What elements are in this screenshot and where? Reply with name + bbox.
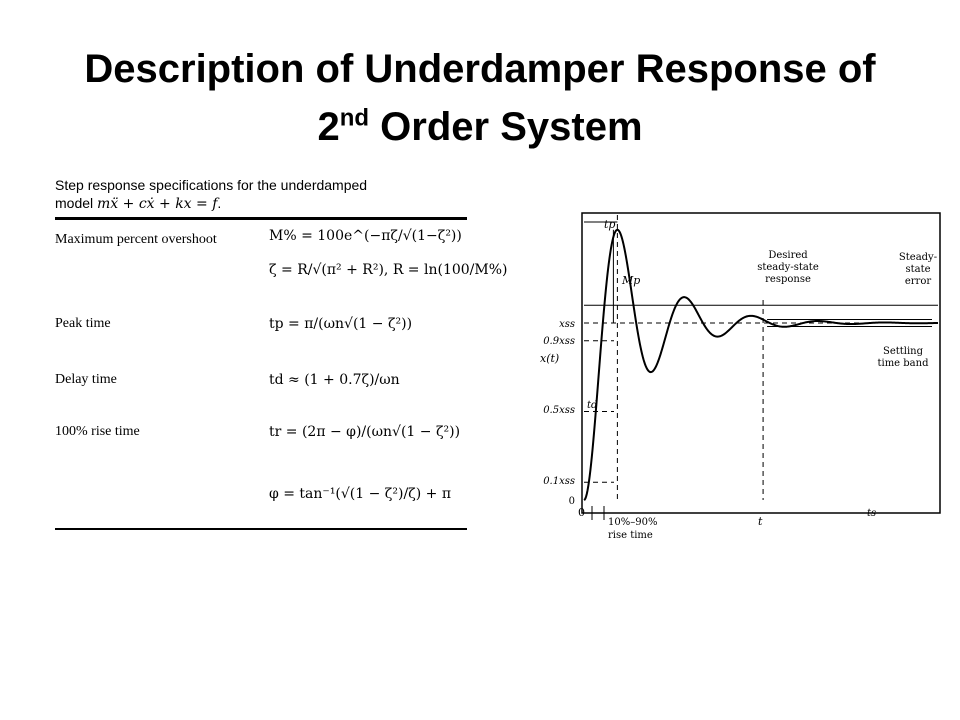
label-desired-1: Desired bbox=[768, 250, 808, 261]
spec-caption: Step response specifications for the und… bbox=[55, 176, 467, 213]
tick-label-0.1xss: 0.1xss bbox=[543, 476, 575, 487]
tick-label-0.5xss: 0.5xss bbox=[543, 405, 575, 416]
tick-label-0.9xss: 0.9xss bbox=[543, 336, 575, 347]
label-sse-3: error bbox=[905, 276, 931, 287]
title-line-1: Description of Underdamper Response of bbox=[84, 47, 876, 91]
spec-name-peak-time: Peak time bbox=[55, 316, 111, 331]
caption-period: . bbox=[217, 195, 222, 211]
formula-phi: φ = tan⁻¹(√(1 − ζ²)/ζ) + π bbox=[269, 486, 452, 502]
formula-peak-time: tp = π/(ωn√(1 − ζ²)) bbox=[269, 316, 413, 332]
slide-title: Description of Underdamper Response of 2… bbox=[0, 40, 960, 156]
annotation-tp: tp bbox=[604, 218, 615, 231]
spec-table: Step response specifications for the und… bbox=[55, 176, 508, 536]
tick-label-zero: 0 bbox=[569, 496, 575, 507]
title-line-2: 2nd Order System bbox=[0, 98, 960, 156]
title-order-suffix: nd bbox=[339, 104, 370, 132]
formula-rise-time: tr = (2π − φ)/(ωn√(1 − ζ²)) bbox=[269, 424, 461, 440]
origin-label: 0 bbox=[578, 506, 585, 519]
label-desired-3: response bbox=[765, 274, 811, 285]
spec-name-overshoot: Maximum percent overshoot bbox=[55, 232, 217, 247]
annotation-mp: Mp bbox=[621, 274, 640, 287]
formula-overshoot: M% = 100e^(−πζ/√(1−ζ²)) bbox=[269, 228, 462, 244]
plot-frame bbox=[581, 212, 941, 514]
title-order-number: 2 bbox=[317, 105, 340, 149]
label-desired-2: steady-state bbox=[757, 262, 819, 273]
tick-label-xss: xss bbox=[559, 319, 575, 330]
label-sse-2: state bbox=[905, 264, 930, 275]
y-axis-label: x(t) bbox=[540, 352, 559, 365]
step-response-plot: x(t) t 0 xss 0.9xss 0.5xss 0.1xss 0 tp M… bbox=[540, 212, 941, 541]
table-top-rule bbox=[55, 217, 467, 220]
spec-name-delay-time: Delay time bbox=[55, 372, 117, 387]
label-settle-2: time band bbox=[877, 358, 929, 369]
spec-name-rise-time: 100% rise time bbox=[55, 424, 140, 439]
title-order-system: Order System bbox=[369, 105, 643, 149]
formula-zeta: ζ = R/√(π² + R²), R = ln(100/M%) bbox=[269, 262, 508, 278]
label-settle-1: Settling bbox=[883, 346, 924, 357]
annotation-ts: ts bbox=[867, 508, 876, 519]
formula-delay-time: td ≈ (1 + 0.7ζ)/ωn bbox=[269, 372, 400, 388]
caption-model-word: model bbox=[55, 195, 98, 211]
label-rise-1: 10%–90% bbox=[608, 517, 657, 528]
table-bottom-rule bbox=[55, 528, 467, 530]
label-sse-1: Steady- bbox=[899, 252, 937, 263]
response-curve bbox=[583, 228, 939, 501]
plot-layer bbox=[583, 215, 939, 520]
spec-caption-line-2: model mẍ + cẋ + kx = f. bbox=[55, 194, 467, 213]
spec-caption-line-1: Step response specifications for the und… bbox=[55, 177, 368, 193]
x-axis-label: t bbox=[758, 515, 763, 528]
label-rise-2: rise time bbox=[608, 530, 653, 541]
caption-equation: mẍ + cẋ + kx = f bbox=[97, 196, 218, 212]
annotation-td: td bbox=[587, 400, 597, 411]
